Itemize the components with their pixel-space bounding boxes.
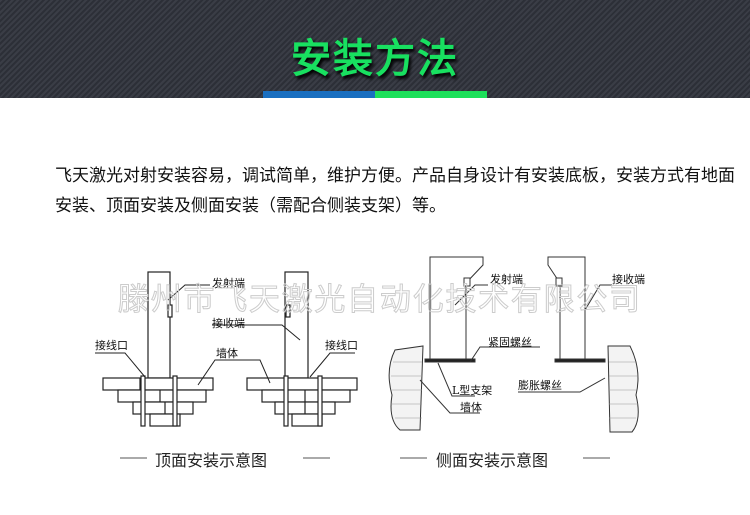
label-anchor: 膨胀螺丝 (518, 378, 562, 392)
title-underline-blue (263, 91, 375, 98)
label-port-left: 接线口 (95, 338, 128, 352)
caption-side-mount: 侧面安装示意图 (436, 451, 549, 470)
label-receiver-top: 接收端 (212, 316, 245, 330)
wall-right-side (607, 345, 639, 433)
caption-top-mount: 顶面安装示意图 (155, 451, 268, 470)
label-wall-top: 墙体 (216, 346, 238, 360)
label-emitter-top: 发射端 (212, 276, 245, 290)
label-bracket: L型支架 (452, 383, 492, 397)
brick-wall-right (246, 375, 358, 427)
title-underline-green (375, 91, 487, 98)
watermark: 滕州市飞天激光自动化技术有限公司 (118, 282, 640, 318)
side-mount-diagram (388, 256, 639, 433)
brick-wall-left (102, 375, 214, 427)
wall-left-side (388, 345, 424, 431)
page-title: 安装方法 (291, 36, 459, 82)
label-port-right: 接线口 (325, 338, 358, 352)
label-emitter-side: 发射端 (490, 272, 523, 286)
label-receiver-side: 接收端 (612, 272, 645, 286)
description-text: 飞天激光对射安装容易，调试简单，维护方便。产品自身设计有安装底板，安装方式有地面… (55, 166, 735, 216)
label-screw: 紧固螺丝 (488, 336, 532, 349)
label-wall-side: 墙体 (460, 400, 482, 414)
header-banner: 安装方法 (0, 0, 750, 98)
top-mount-diagram (95, 271, 358, 427)
